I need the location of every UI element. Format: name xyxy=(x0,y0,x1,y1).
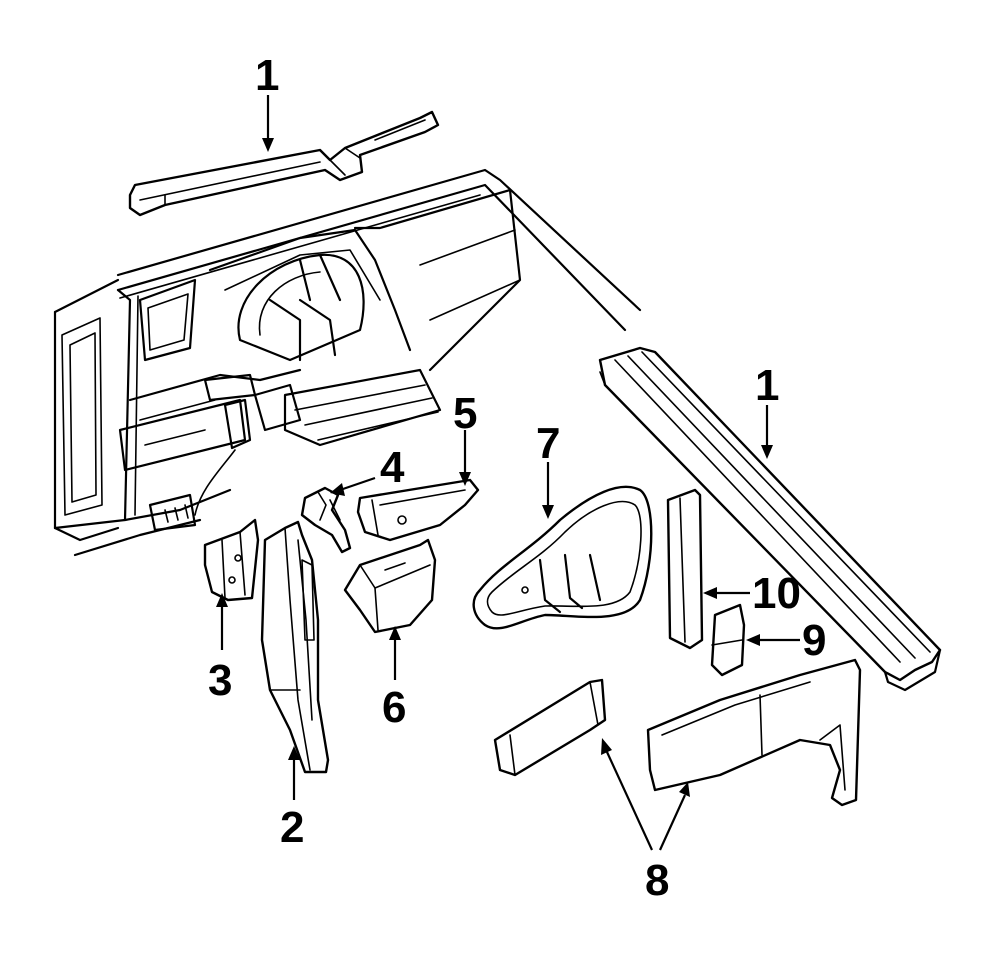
callout-7: 7 xyxy=(536,419,560,468)
part-8-panel-small xyxy=(493,678,607,777)
cab-body-shell xyxy=(53,168,642,557)
part-8-panel-large xyxy=(646,658,862,807)
part-1-roof-rail-upper xyxy=(128,110,440,217)
callout-labels: 1 1 5 4 7 3 2 6 10 9 8 xyxy=(208,51,826,905)
part-7-panel xyxy=(472,485,653,630)
callout-10: 10 xyxy=(752,569,801,618)
callout-5: 5 xyxy=(453,389,477,438)
callout-2: 2 xyxy=(280,803,304,852)
callout-6: 6 xyxy=(382,683,406,732)
part-1-roof-rail-right xyxy=(598,346,942,692)
part-10-strip xyxy=(666,488,704,650)
part-6-box xyxy=(343,538,437,634)
part-5-bracket xyxy=(356,478,480,542)
callout-3: 3 xyxy=(208,656,232,705)
part-4-bracket xyxy=(300,486,352,554)
callout-8: 8 xyxy=(645,856,669,905)
part-9-bracket xyxy=(710,603,746,677)
callout-1-right: 1 xyxy=(755,361,779,410)
callout-9: 9 xyxy=(802,616,826,665)
part-3-bracket xyxy=(203,518,260,602)
callout-4: 4 xyxy=(380,443,405,492)
part-2-pillar xyxy=(260,520,330,774)
callout-1-top: 1 xyxy=(255,51,279,100)
leader-lines xyxy=(216,95,800,851)
